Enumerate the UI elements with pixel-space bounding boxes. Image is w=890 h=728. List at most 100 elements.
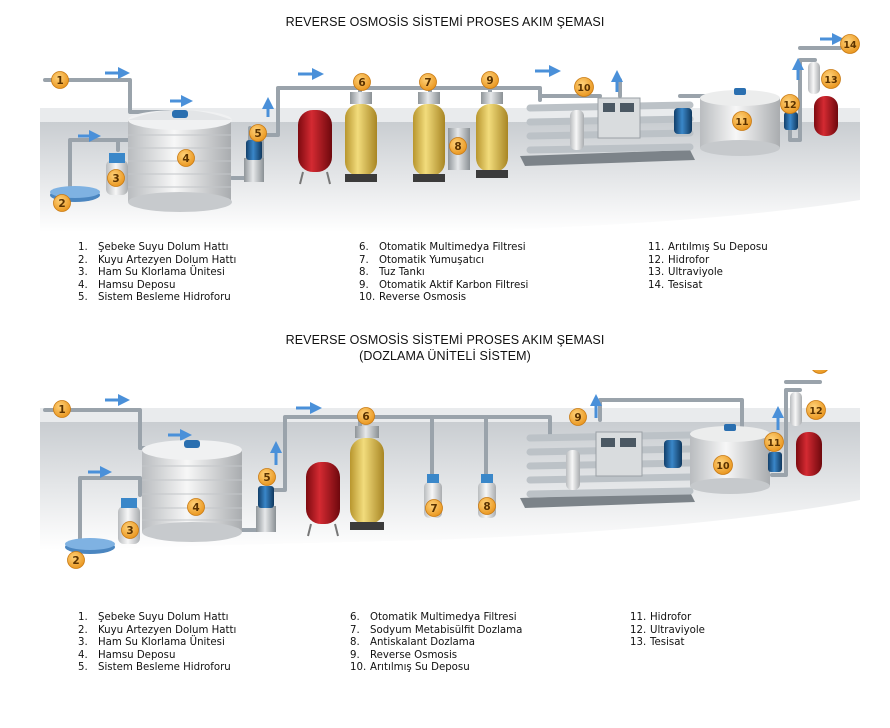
legend-item-label: Otomatik Aktif Karbon Filtresi	[379, 279, 529, 291]
legend-item-label: Kuyu Artezyen Dolum Hattı	[98, 624, 237, 636]
number-badge: 14	[840, 34, 860, 54]
legend-item: 9. Otomatik Aktif Karbon Filtresi	[359, 280, 528, 293]
number-badge: 8	[449, 137, 467, 155]
number-badge-label: 6	[358, 77, 365, 89]
uv-red-vessel	[814, 96, 838, 136]
number-badge-circle	[51, 71, 69, 89]
number-badge-label: 7	[430, 503, 437, 515]
number-badge: 12	[806, 400, 826, 420]
legend-item-label: Arıtılmış Su Deposu	[668, 242, 768, 253]
legend-item-label: Tesisat	[668, 279, 703, 291]
legend-item-label: Antiskalant Dozlama	[370, 637, 475, 649]
legend-item: 13.Ultraviyole	[648, 267, 768, 280]
number-badge-label: 7	[424, 77, 431, 89]
number-badge: 10	[574, 77, 594, 97]
legend-item-label: Ham Su Klorlama Ünitesi	[98, 267, 225, 279]
number-badge-label: 13	[813, 370, 826, 371]
legend-item-label: Hidrofor	[650, 612, 692, 623]
number-badge: 11	[732, 111, 752, 131]
legend-item-number: 13.	[648, 267, 665, 279]
number-badge-circle	[806, 400, 826, 420]
legend-item-label: Ultraviyole	[650, 624, 705, 636]
number-badge: 11	[764, 432, 784, 452]
legend-item: 1. Şebeke Suyu Dolum Hattı	[78, 612, 236, 625]
legend-item-label: Hamsu Deposu	[98, 649, 176, 661]
number-badge-circle	[764, 432, 784, 452]
number-badge-label: 12	[809, 406, 822, 417]
legend-item-label: Ham Su Klorlama Ünitesi	[98, 637, 225, 649]
legend-item: 12.Hidrofor	[648, 255, 768, 268]
legend-item-number: 3.	[78, 267, 88, 279]
legend-item-label: Hamsu Deposu	[98, 279, 176, 291]
number-badge: 2	[53, 194, 71, 212]
legend-item-number: 9.	[359, 279, 369, 291]
diagram-2-title-line-1: REVERSE OSMOSİS SİSTEMİ PROSES AKIM ŞEMA…	[285, 333, 605, 347]
number-badge-circle	[121, 521, 139, 539]
legend-item-number: 9.	[350, 649, 360, 661]
number-badge-label: 12	[783, 100, 796, 111]
legend-item: 12.Ultraviyole	[630, 625, 705, 638]
legend-item-label: Otomatik Multimedya Filtresi	[370, 612, 517, 623]
legend-item-number: 11.	[648, 242, 665, 253]
legend-item-label: Sistem Besleme Hidroforu	[98, 662, 231, 674]
number-badge-circle	[481, 71, 499, 89]
legend-item-number: 1.	[78, 612, 88, 623]
legend-item: 3. Ham Su Klorlama Ünitesi	[78, 267, 236, 280]
legend-item: 11.Hidrofor	[630, 612, 705, 625]
legend-item-number: 4.	[78, 279, 88, 291]
number-badge-circle	[357, 407, 375, 425]
softener	[413, 92, 445, 182]
number-badge-circle	[107, 169, 125, 187]
number-badge-label: 1	[56, 75, 63, 87]
legend-item-number: 8.	[350, 637, 360, 649]
number-badge-circle	[419, 73, 437, 91]
number-badge-label: 8	[454, 141, 461, 153]
expansion-vessel	[298, 110, 332, 185]
legend-item-label: Arıtılmış Su Deposu	[370, 662, 470, 674]
number-badge-circle	[353, 73, 371, 91]
number-badge: 7	[425, 499, 443, 517]
legend-item: 8.Tuz Tankı	[359, 267, 528, 280]
legend-item-number: 6.	[359, 242, 369, 253]
feed-pump	[244, 140, 264, 182]
number-badge-circle	[187, 498, 205, 516]
legend-item-label: Otomatik Yumuşatıcı	[379, 254, 485, 266]
legend-item-number: 10.	[350, 662, 367, 674]
legend-item-number: 12.	[630, 624, 647, 636]
legend-item: 6. Otomatik Multimedya Filtresi	[350, 612, 522, 625]
number-badge: 6	[353, 73, 371, 91]
number-badge: 1	[53, 400, 71, 418]
legend-item-number: 6.	[350, 612, 360, 623]
number-badge: 9	[481, 71, 499, 89]
legend-item-label: Ultraviyole	[668, 267, 723, 279]
legend-item-number: 1.	[78, 242, 88, 253]
number-badge-circle	[478, 497, 496, 515]
legend-item-label: Sodyum Metabisülfit Dozlama	[370, 624, 523, 636]
legend-item: 10.Reverse Osmosis	[359, 292, 528, 305]
number-badge-label: 4	[182, 153, 189, 165]
legend-item: 8. Antiskalant Dozlama	[350, 637, 522, 650]
legend-item-label: Şebeke Suyu Dolum Hattı	[98, 242, 229, 253]
legend-item: 6.Otomatik Multimedya Filtresi	[359, 242, 528, 255]
legend-item-label: Reverse Osmosis	[370, 649, 458, 661]
number-badge-label: 3	[126, 525, 133, 537]
number-badge: 4	[177, 149, 195, 167]
number-badge: 3	[107, 169, 125, 187]
number-badge-label: 13	[824, 75, 837, 86]
legend-item-label: Şebeke Suyu Dolum Hattı	[98, 612, 229, 623]
number-badge-circle	[449, 137, 467, 155]
number-badge-circle	[821, 69, 841, 89]
number-badge: 4	[187, 498, 205, 516]
legend-item: 4. Hamsu Deposu	[78, 280, 236, 293]
number-badge-label: 14	[843, 40, 857, 51]
legend-item: 13.Tesisat	[630, 637, 705, 650]
number-badge-circle	[249, 124, 267, 142]
hydrofor-pump	[784, 112, 798, 130]
legend-item-number: 12.	[648, 254, 665, 266]
legend-item-number: 2.	[78, 254, 88, 266]
legend-item-number: 4.	[78, 649, 88, 661]
